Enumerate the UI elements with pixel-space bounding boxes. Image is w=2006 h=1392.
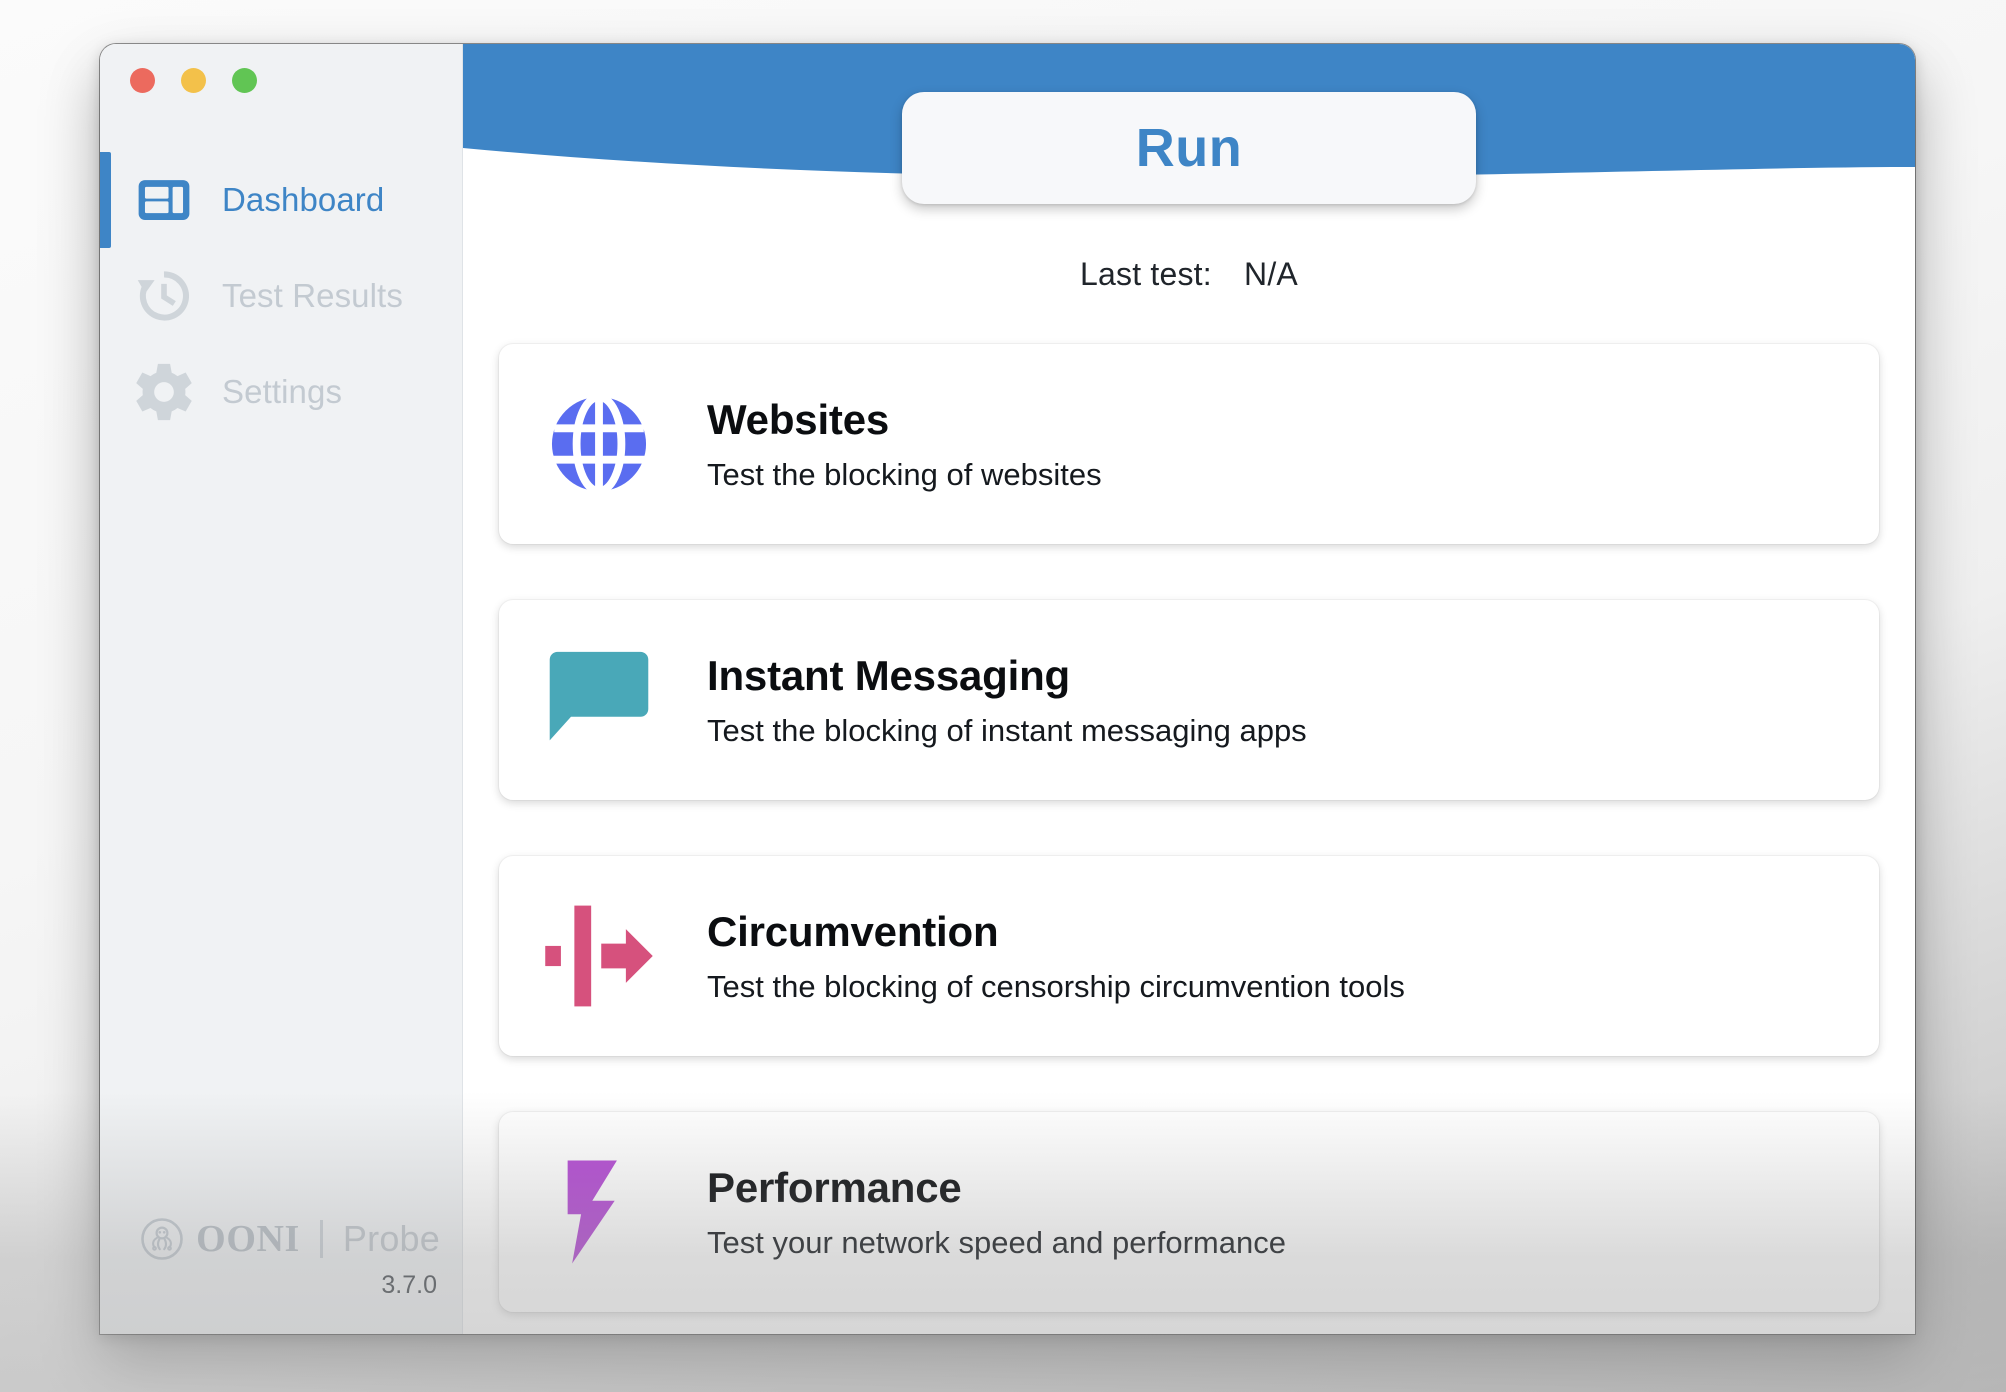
card-text: Performance Test your network speed and … (707, 1164, 1286, 1261)
globe-icon (537, 382, 661, 506)
dashboard-icon (132, 168, 196, 232)
card-text: Circumvention Test the blocking of censo… (707, 908, 1405, 1005)
sidebar-item-label: Dashboard (222, 181, 385, 218)
sidebar-item-test-results[interactable]: Test Results (100, 248, 462, 344)
card-text: Instant Messaging Test the blocking of i… (707, 652, 1307, 749)
sidebar-footer: OONI Probe 3.7.0 (100, 1217, 462, 1300)
product-name: Probe (342, 1218, 440, 1259)
test-card-websites[interactable]: Websites Test the blocking of websites (499, 344, 1879, 544)
test-card-list: Websites Test the blocking of websites I… (499, 344, 1879, 1312)
card-title: Circumvention (707, 907, 999, 955)
history-clock-icon (132, 264, 196, 328)
chat-bubble-icon (537, 638, 661, 762)
sidebar: Dashboard Test Results (100, 44, 463, 1334)
version-label: 3.7.0 (381, 1271, 437, 1299)
ooni-probe-logo: OONI Probe (100, 1217, 440, 1261)
lightning-bolt-icon (537, 1150, 661, 1274)
ooni-octopus-icon (140, 1217, 184, 1261)
brand-name: OONI (196, 1218, 300, 1260)
minimize-button[interactable] (181, 68, 206, 93)
run-button[interactable]: Run (902, 92, 1476, 204)
card-description: Test the blocking of censorship circumve… (707, 968, 1405, 1004)
test-card-performance[interactable]: Performance Test your network speed and … (499, 1112, 1879, 1312)
zoom-button[interactable] (232, 68, 257, 93)
card-description: Test your network speed and performance (707, 1224, 1286, 1260)
card-title: Performance (707, 1163, 962, 1211)
card-title: Websites (707, 395, 890, 443)
card-title: Instant Messaging (707, 651, 1070, 699)
circumvention-arrow-icon (537, 894, 661, 1018)
sidebar-item-label: Test Results (222, 277, 403, 314)
last-test-status: Last test: N/A (463, 256, 1915, 293)
sidebar-item-dashboard[interactable]: Dashboard (100, 152, 462, 248)
sidebar-nav: Dashboard Test Results (100, 152, 462, 440)
test-card-instant-messaging[interactable]: Instant Messaging Test the blocking of i… (499, 600, 1879, 800)
window-controls (130, 68, 257, 93)
main-content: Run Last test: N/A (463, 44, 1915, 1334)
gear-icon (132, 360, 196, 424)
sidebar-item-label: Settings (222, 373, 343, 410)
logo-divider (319, 1220, 323, 1258)
close-button[interactable] (130, 68, 155, 93)
last-test-value: N/A (1244, 256, 1298, 292)
last-test-label: Last test: (1080, 256, 1212, 292)
card-description: Test the blocking of websites (707, 456, 1102, 492)
card-text: Websites Test the blocking of websites (707, 396, 1102, 493)
app-window: Dashboard Test Results (100, 44, 1915, 1334)
sidebar-item-settings[interactable]: Settings (100, 344, 462, 440)
run-button-label: Run (1135, 118, 1243, 178)
active-indicator (100, 152, 111, 248)
card-description: Test the blocking of instant messaging a… (707, 712, 1307, 748)
test-card-circumvention[interactable]: Circumvention Test the blocking of censo… (499, 856, 1879, 1056)
